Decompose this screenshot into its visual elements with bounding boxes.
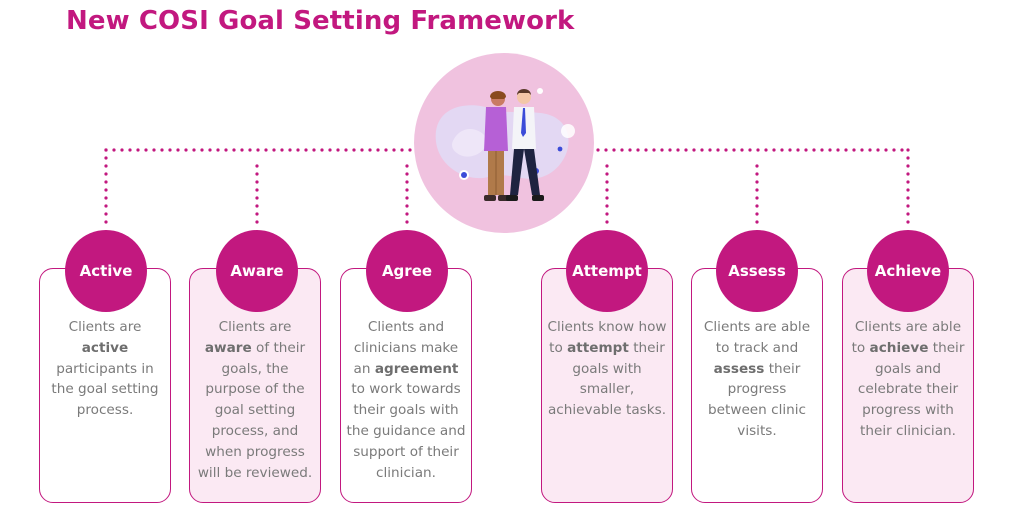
step-keyword: agreement xyxy=(374,360,459,377)
step-text: their progress between clinic visits. xyxy=(708,360,806,439)
step-description: Clients are aware of their goals, the pu… xyxy=(195,317,315,483)
step-keyword: aware xyxy=(204,339,252,356)
step-badge-achieve: Achieve xyxy=(867,230,949,312)
step-text: Clients are able to track and xyxy=(703,319,811,356)
step-text: Clients know how to xyxy=(547,319,667,356)
step-badge-assess: Assess xyxy=(716,230,798,312)
step-text: to work towards their goals with the gui… xyxy=(346,381,466,481)
step-description: Clients know how to attempt their goals … xyxy=(547,317,667,421)
two-people-talking-illustration xyxy=(435,88,575,201)
step-card-achieve: Clients are able to achieve their goals … xyxy=(842,268,974,503)
step-badge-active: Active xyxy=(65,230,147,312)
step-text: Clients and clinicians make an xyxy=(353,319,459,377)
step-text: their goals with smaller, achievable tas… xyxy=(547,339,667,419)
step-keyword: achieve xyxy=(869,339,929,356)
illustration-circle xyxy=(414,53,594,233)
step-badge-aware: Aware xyxy=(216,230,298,312)
step-keyword: active xyxy=(81,339,129,356)
step-text: of their goals, the purpose of the goal … xyxy=(197,339,313,481)
step-badge-agree: Agree xyxy=(366,230,448,312)
step-keyword: attempt xyxy=(567,339,629,356)
step-text: Clients are able to xyxy=(851,319,962,356)
step-description: Clients are active participants in the g… xyxy=(45,317,165,421)
step-text: Clients are xyxy=(218,319,292,335)
step-text: their goals and celebrate their progress… xyxy=(857,339,965,439)
step-text: participants in the goal setting process… xyxy=(51,360,159,419)
step-text: Clients are xyxy=(68,319,142,335)
step-badge-attempt: Attempt xyxy=(566,230,648,312)
step-description: Clients are able to track and assess the… xyxy=(697,317,817,442)
step-keyword: assess xyxy=(713,360,765,377)
step-description: Clients and clinicians make an agreement… xyxy=(346,317,466,483)
step-description: Clients are able to achieve their goals … xyxy=(848,317,968,442)
page-title: New COSI Goal Setting Framework xyxy=(66,6,575,36)
